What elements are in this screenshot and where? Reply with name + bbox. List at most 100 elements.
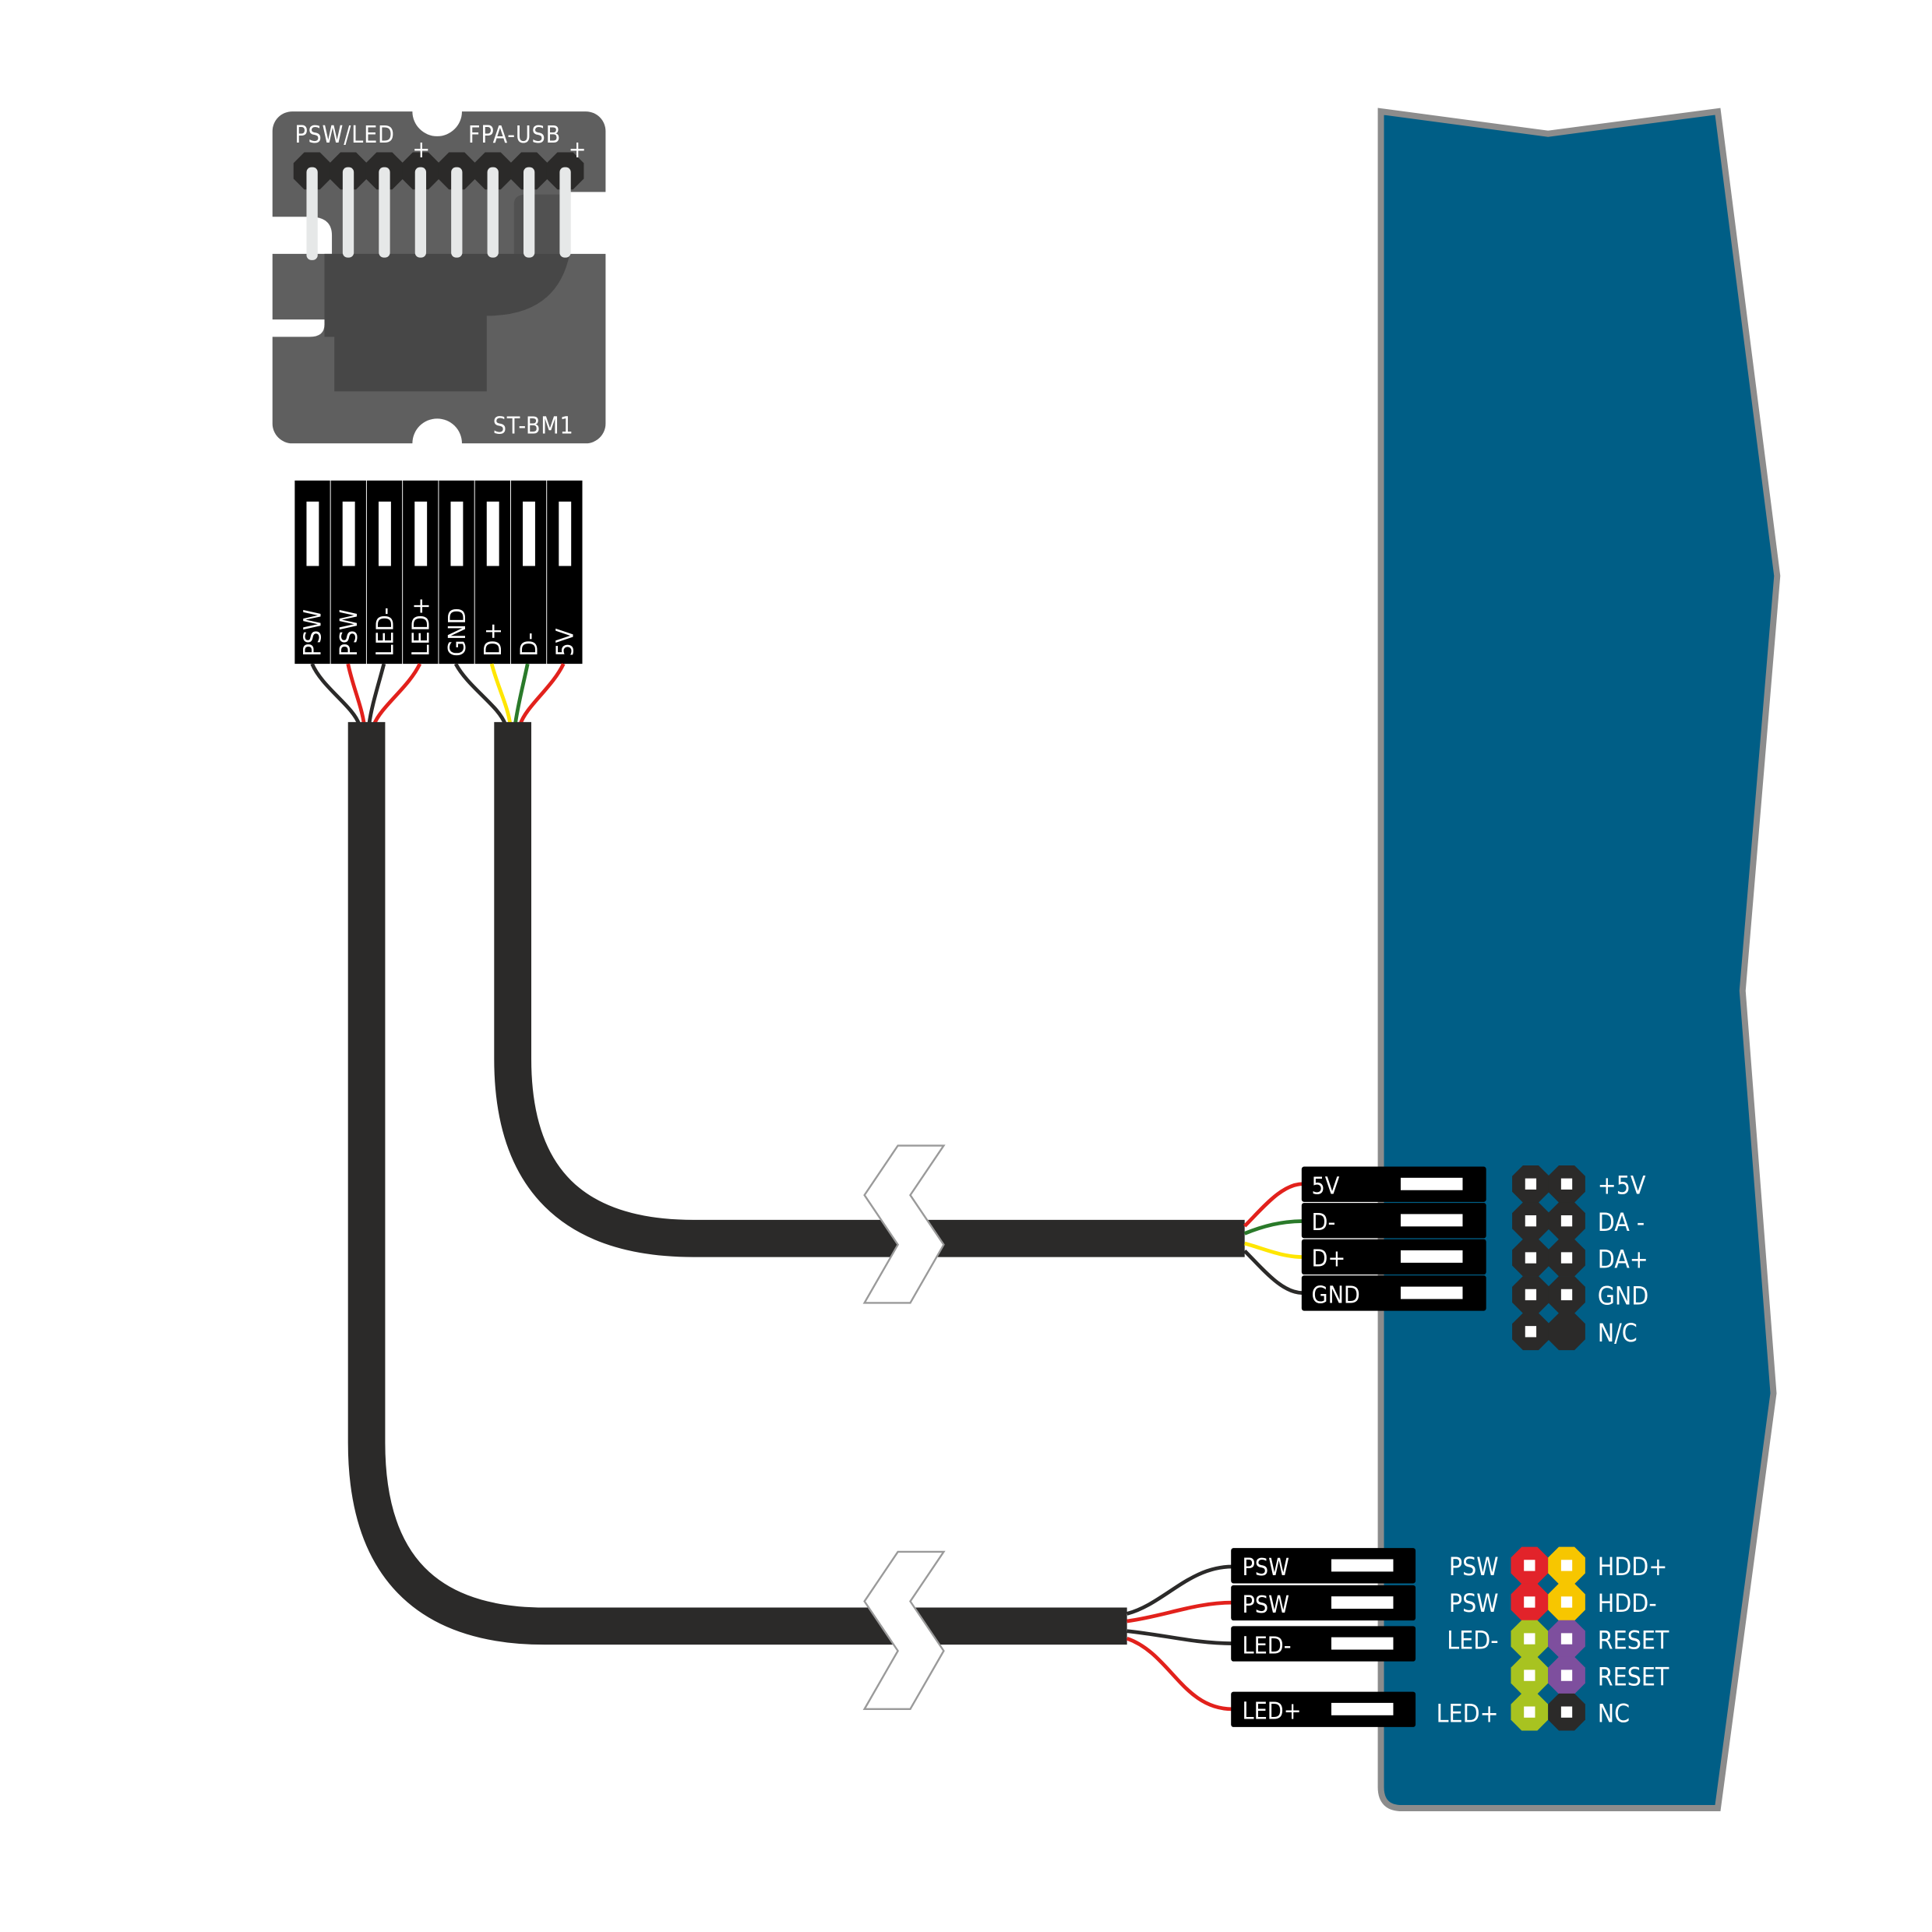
pin-hole <box>1560 1252 1573 1264</box>
pin-hole <box>1524 1706 1535 1718</box>
connector-pin-label: PSW <box>300 609 327 656</box>
connector-slot <box>1331 1702 1394 1715</box>
connector-slot <box>1401 1177 1463 1190</box>
cable-break-mark <box>862 1144 946 1711</box>
connector-cell <box>1301 1275 1486 1311</box>
header-pin-label: PSW <box>1449 1589 1499 1618</box>
connector-pin-label: PSW <box>336 609 363 656</box>
pin-hole <box>1524 1596 1535 1608</box>
connector-slot <box>414 501 428 566</box>
pin-hole <box>1560 1178 1573 1190</box>
header-pin-label: LED- <box>1447 1626 1498 1655</box>
plus-mark: + <box>412 136 431 164</box>
header-pin-label: DA - <box>1598 1208 1645 1237</box>
pin-hole <box>1524 1560 1535 1571</box>
connector-slot <box>378 501 391 566</box>
connector-cell <box>1301 1166 1486 1202</box>
pin-hole <box>1525 1252 1537 1264</box>
connector-pin-label: D- <box>1312 1209 1336 1236</box>
header-pin-label: GND <box>1598 1282 1649 1311</box>
connector-pin-label: D- <box>516 633 543 657</box>
header-pin-label: DA+ <box>1598 1245 1648 1274</box>
connector-pin-label: PSW <box>1243 1554 1289 1581</box>
header-pin <box>414 167 427 258</box>
header-pin <box>306 167 318 260</box>
usb-wires <box>1243 1182 1303 1296</box>
pin-hole <box>1560 1596 1573 1608</box>
pin-hole <box>1560 1669 1573 1681</box>
header-pin-label: PSW <box>1449 1553 1499 1581</box>
connector-pin-label: LED+ <box>408 598 435 657</box>
panel-connector: PSW PSW LED- LED+ <box>1231 1548 1416 1727</box>
header-pin <box>1548 1313 1585 1351</box>
connector-pin-label: D+ <box>1312 1246 1346 1273</box>
connector-slot <box>1401 1286 1463 1299</box>
header-pin <box>559 167 571 258</box>
pin-hole <box>1525 1326 1537 1338</box>
connector-slot <box>1331 1596 1394 1609</box>
header-label-psw-led: PSW/LED <box>294 122 394 149</box>
header-pin-label: LED+ <box>1437 1699 1499 1728</box>
module-wires <box>310 662 566 725</box>
header-pin-label: N/C <box>1598 1319 1638 1348</box>
header-pin <box>342 167 354 258</box>
connector-pin-label: 5V <box>1312 1173 1340 1200</box>
connector-slot <box>342 501 355 566</box>
connector-slot <box>1331 1559 1394 1572</box>
header-pin <box>451 167 463 258</box>
connector-slot <box>1401 1214 1463 1227</box>
connector-slot <box>559 501 572 566</box>
connector-cell <box>1231 1548 1416 1584</box>
connector-slot <box>450 501 464 566</box>
usb-connector: 5V D- D+ GND <box>1301 1166 1486 1311</box>
header-pin-label: RESET <box>1598 1662 1669 1691</box>
connector-pin-label: LED+ <box>1243 1698 1302 1726</box>
module-name: ST-BM1 <box>493 412 574 439</box>
connector-slot <box>486 501 499 566</box>
pin-hole <box>1560 1289 1573 1301</box>
connector-cell <box>1301 1203 1486 1239</box>
connector-slot <box>523 501 535 566</box>
module-connector: PSW PSW LED- LED+ GND D+ D- 5V <box>294 480 583 665</box>
usb-header: +5V DA - DA+ GND N/C <box>1512 1165 1649 1351</box>
connector-pin-label: 5V <box>552 628 580 656</box>
pin-hole <box>1560 1633 1573 1645</box>
st-bm1-module: PSW/LED FPA-USB + + ST-BM1 <box>270 86 608 468</box>
pin-hole <box>1560 1560 1573 1571</box>
header-pin-label: HDD- <box>1598 1589 1657 1618</box>
pin-hole <box>1525 1178 1537 1190</box>
header-pin <box>523 167 535 258</box>
header-pin-label: NC <box>1598 1699 1630 1728</box>
header-pin-label: RESET <box>1598 1626 1669 1655</box>
header-pin-label: +5V <box>1598 1172 1646 1200</box>
pin-hole <box>1560 1706 1573 1718</box>
panel-cable <box>347 721 1127 1645</box>
connector-pin-label: PSW <box>1243 1592 1289 1619</box>
connector-pin-label: D+ <box>480 622 507 657</box>
header-pin <box>379 167 390 258</box>
header-label-fpa-usb: FPA-USB <box>468 122 561 149</box>
connector-cell <box>1231 1691 1416 1727</box>
connector-slot <box>306 501 319 566</box>
connector-pin-label: LED- <box>372 608 399 657</box>
usb-cable <box>494 721 1245 1257</box>
connector-slot <box>1331 1637 1394 1650</box>
pin-hole <box>1524 1669 1535 1681</box>
pin-hole <box>1560 1215 1573 1227</box>
connector-cell <box>1301 1239 1486 1275</box>
panel-wires <box>1126 1564 1232 1712</box>
connector-cell <box>1231 1626 1416 1662</box>
pin-hole <box>1524 1633 1535 1645</box>
connector-pin-label: GND <box>444 608 471 656</box>
connector-slot <box>1401 1250 1463 1263</box>
plus-mark: + <box>569 136 587 164</box>
header-pin-label: HDD+ <box>1598 1553 1668 1581</box>
pin-hole <box>1525 1289 1537 1301</box>
connector-pin-label: LED- <box>1243 1632 1292 1659</box>
header-pin <box>487 167 499 258</box>
motherboard <box>1377 108 1781 1811</box>
connector-pin-label: GND <box>1312 1282 1360 1309</box>
connector-cell <box>1231 1585 1416 1621</box>
panel-header: PSW HDD+ PSW HDD- LED- RESET RESET LED+ NC <box>1437 1546 1669 1731</box>
